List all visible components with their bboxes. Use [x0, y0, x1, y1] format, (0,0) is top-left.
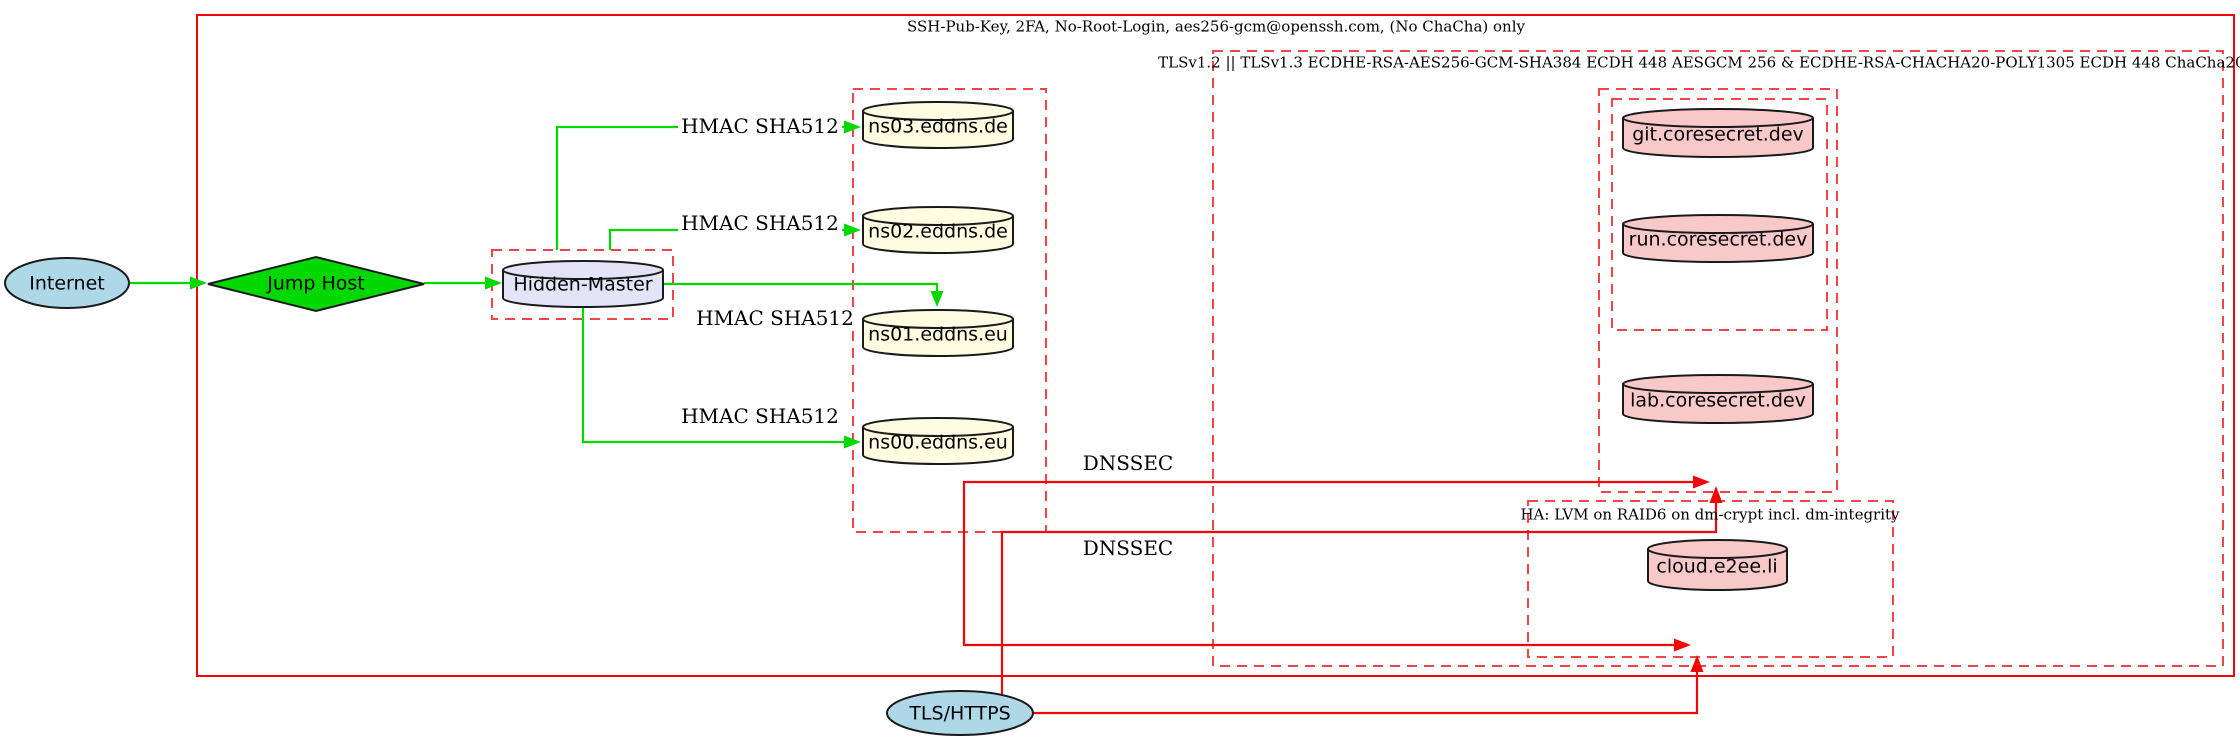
lab-label: lab.coresecret.dev: [1630, 389, 1806, 412]
tls-cluster-box: [1212, 50, 2224, 667]
edge-dnssec-ha: [962, 532, 1676, 647]
hidden-master-node: [502, 260, 664, 308]
git-label: git.coresecret.dev: [1632, 123, 1804, 146]
jump-host-label: Jump Host: [267, 272, 365, 295]
edge-hiddenmaster-ns02-arrowhead: [844, 223, 861, 237]
ssh-cluster-box: [196, 14, 2235, 677]
run-node: [1622, 214, 1814, 263]
ns03-node: [862, 101, 1014, 149]
edge-dnssec-coresecret-arrowhead: [1693, 475, 1710, 489]
cloud-node: [1647, 539, 1788, 591]
edge-hiddenmaster-ns03-arrowhead: [844, 120, 861, 134]
edge-tls-coresecret: [1000, 501, 1718, 694]
ns00-label: ns00.eddns.eu: [868, 431, 1008, 454]
edge-hiddenmaster-ns00-arrowhead: [844, 435, 861, 449]
tls-https-label: TLS/HTTPS: [909, 702, 1011, 725]
edge-tls-ha: [1033, 670, 1699, 715]
edge-jumphost-hiddenmaster-arrowhead: [485, 276, 502, 290]
dnssec-label-ha: DNSSEC: [1079, 538, 1177, 558]
hmac-label-ns00: HMAC SHA512: [678, 406, 842, 426]
lab-node: [1622, 374, 1814, 424]
ns00-node: [862, 417, 1014, 465]
edge-internet-jumphost-arrowhead: [190, 276, 207, 290]
internet-node: [4, 257, 130, 309]
hmac-label-ns03: HMAC SHA512: [678, 116, 842, 136]
edge-hiddenmaster-ns01: [663, 282, 939, 293]
hmac-label-ns01: HMAC SHA512: [693, 308, 857, 328]
edge-hiddenmaster-ns00: [581, 305, 846, 444]
edge-hiddenmaster-ns01-arrowhead: [930, 291, 944, 307]
git-node: [1622, 108, 1814, 158]
coresecret-cluster-box: [1598, 88, 1838, 493]
hidden-master-label: Hidden-Master: [513, 273, 653, 296]
ns02-node: [862, 206, 1014, 254]
edge-tls-ha-arrowhead: [1690, 655, 1704, 672]
edge-tls-coresecret-arrowhead: [1709, 486, 1723, 503]
run-label: run.coresecret.dev: [1628, 228, 1808, 251]
nameserver-cluster-box: [852, 88, 1047, 533]
ns01-node: [862, 309, 1014, 357]
hmac-label-ns02: HMAC SHA512: [678, 213, 842, 233]
cloud-label: cloud.e2ee.li: [1656, 555, 1778, 578]
dnssec-label-coresecret: DNSSEC: [1079, 453, 1177, 473]
ns01-label: ns01.eddns.eu: [868, 323, 1008, 346]
edge-dnssec-ha-arrowhead: [1674, 638, 1691, 652]
edge-dnssec-coresecret: [962, 480, 1695, 532]
ns03-label: ns03.eddns.de: [868, 115, 1008, 138]
ssh-cluster-label: SSH-Pub-Key, 2FA, No-Root-Login, aes256-…: [907, 17, 1525, 36]
internet-label: Internet: [29, 272, 105, 295]
tls-cluster-label: TLSv1.2 || TLSv1.3 ECDHE-RSA-AES256-GCM-…: [1158, 53, 2240, 72]
ns02-label: ns02.eddns.de: [868, 220, 1008, 243]
tls-https-node: [886, 690, 1034, 736]
jump-host-node: [207, 255, 425, 313]
ha-cluster-label: HA: LVM on RAID6 on dm-crypt incl. dm-in…: [1520, 505, 1900, 524]
git-run-cluster-box: [1611, 98, 1828, 331]
ha-cluster-box: [1527, 500, 1894, 658]
